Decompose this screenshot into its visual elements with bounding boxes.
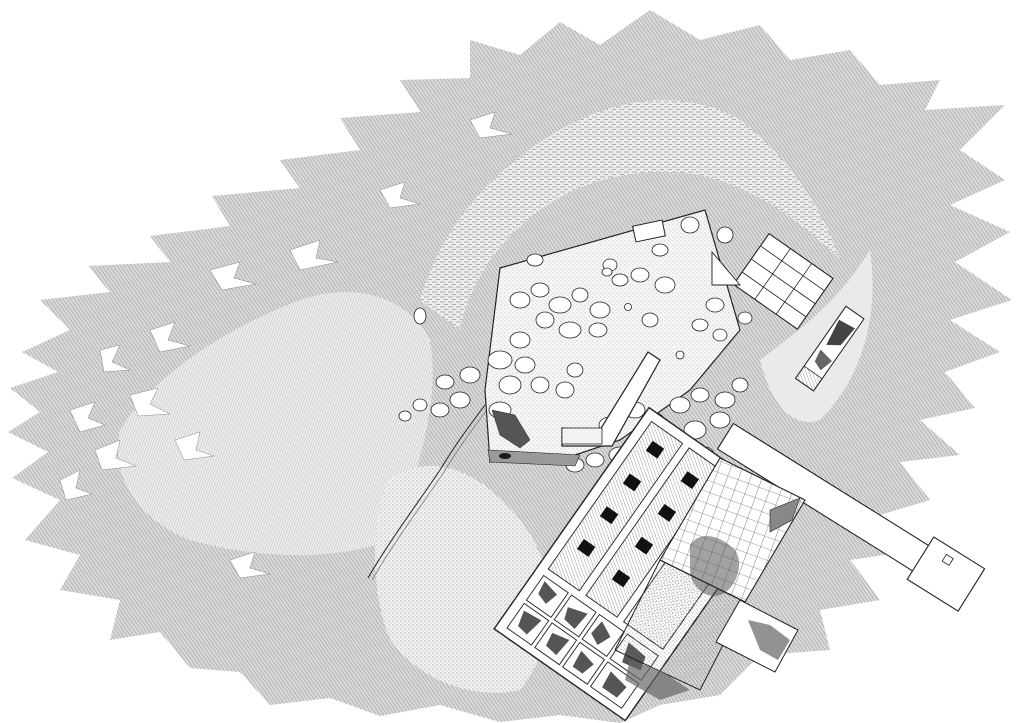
hatched-court <box>614 559 746 691</box>
dark-spot <box>499 453 511 459</box>
terrace-edge-vegetation <box>769 497 801 533</box>
pergola-triangle <box>711 250 741 286</box>
top-pavilion <box>632 219 666 243</box>
boulder-cluster <box>398 216 753 422</box>
vegetation-patch-west <box>491 409 531 449</box>
access-path-line <box>367 404 486 579</box>
access-path-line-edge <box>371 406 490 581</box>
vegetation-strip-bottom <box>487 449 581 467</box>
pergola-deck <box>732 232 834 330</box>
terrain-slope-zone-east <box>760 250 873 422</box>
ramp-end-block <box>561 427 603 445</box>
hatched-court-vegetation <box>625 660 690 700</box>
building-black-blocks <box>577 440 699 588</box>
terrain-slope-hatch-north <box>420 100 840 330</box>
pergola-walkway <box>794 305 865 392</box>
east-pier <box>716 422 986 612</box>
garden-square-vegetation <box>748 620 790 660</box>
terrain-slope-hatch-west <box>118 292 433 555</box>
rock-outcrops-west <box>59 111 513 579</box>
